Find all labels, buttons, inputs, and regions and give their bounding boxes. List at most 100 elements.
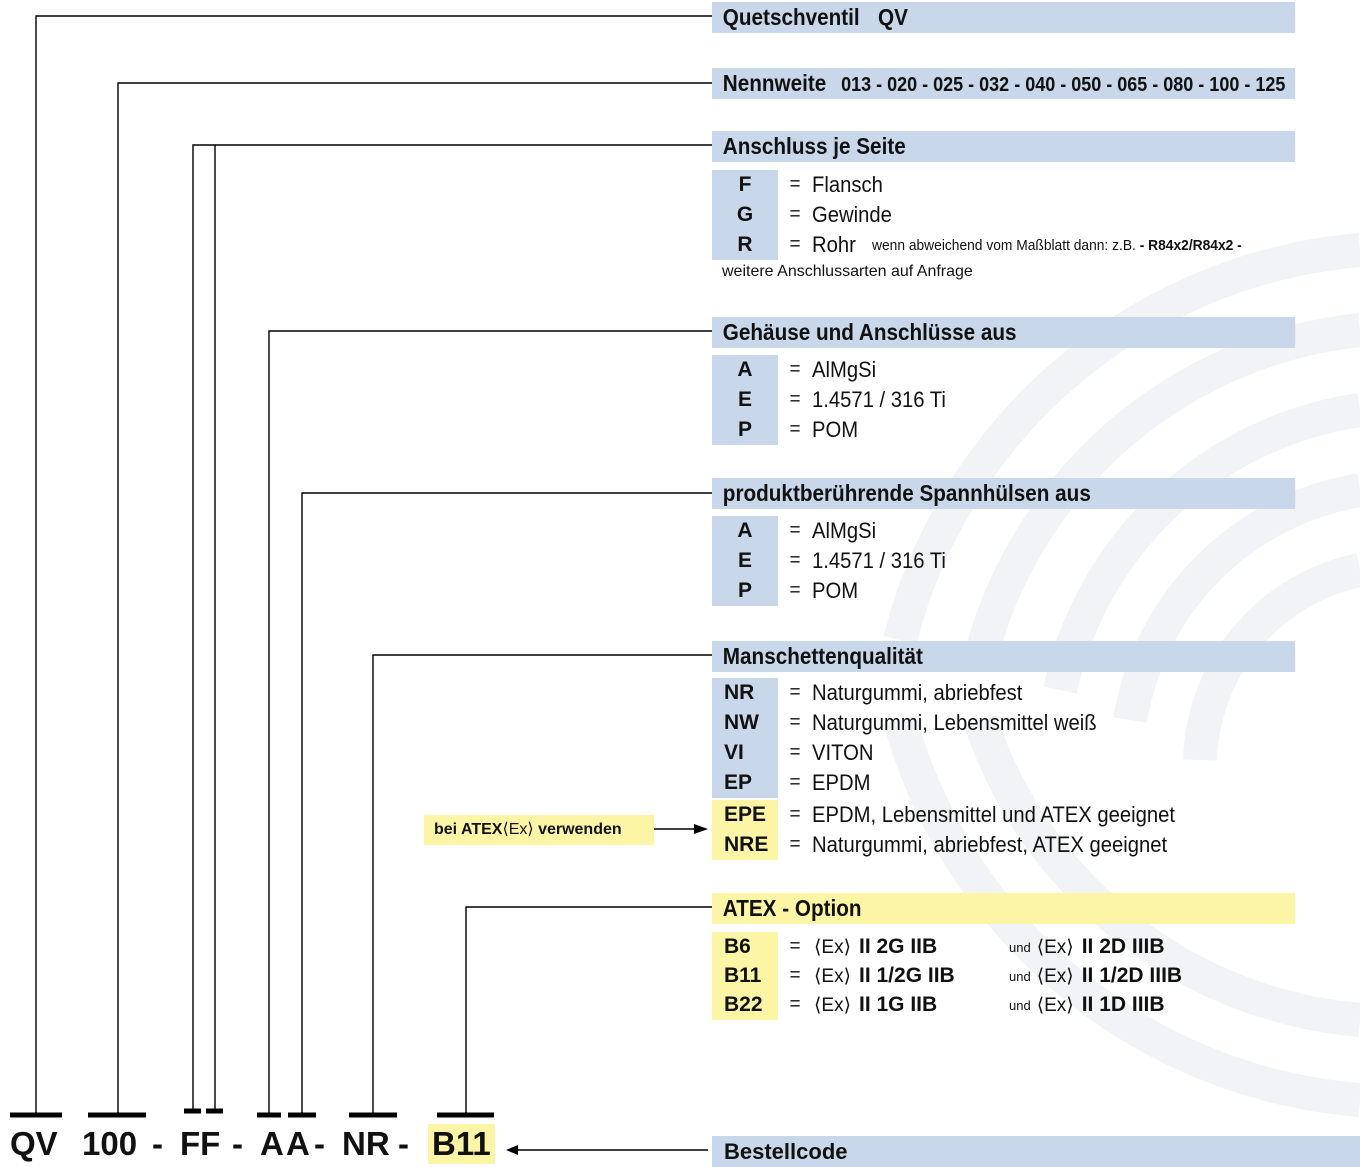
item-eq: = [789, 712, 801, 733]
nennweite-values: 013 - 020 - 025 - 032 - 040 - 050 - 065 … [841, 74, 1286, 96]
list-item: B11 = ⟨Ex⟩ II 1/2G IIB und ⟨Ex⟩ II 1/2D … [712, 961, 1360, 991]
item-text: Flansch [812, 172, 883, 197]
list-item: A = AlMgSi [712, 516, 1360, 546]
item-code: NRE [712, 830, 778, 860]
item-code: P [712, 415, 778, 445]
atex-gas: II 2G IIB [859, 935, 938, 958]
item-text: Naturgummi, abriebfest [812, 680, 1023, 705]
item-eq: = [789, 550, 801, 571]
item-eq: = [789, 936, 801, 957]
item-text: POM [812, 578, 859, 603]
order-code-part: FF [180, 1125, 221, 1162]
order-code-part: B11 [428, 1124, 495, 1164]
connector-qv [35, 15, 712, 1114]
rohr-note-text: wenn abweichend vom Maßblatt dann: z.B. [871, 236, 1136, 254]
header-title: Gehäuse und Anschlüsse aus [722, 319, 1017, 345]
item-eq: = [789, 520, 801, 541]
order-code-separator: - [314, 1125, 325, 1162]
list-item: G = Gewinde [712, 200, 1360, 230]
und-label: und [1009, 939, 1031, 955]
list-item: E = 1.4571 / 316 Ti [712, 546, 1360, 576]
item-code: A [712, 355, 778, 385]
header-quetschventil: Quetschventil QV [712, 2, 1296, 33]
connector-spannhuelsen [301, 492, 712, 1114]
item-text: AlMgSi [812, 518, 877, 543]
header-title: produktberührende Spannhülsen aus [722, 480, 1091, 506]
ex-icon: ⟨Ex⟩ [1036, 994, 1074, 1016]
atex-values: ⟨Ex⟩ II 1G IIB und ⟨Ex⟩ II 1D IIIB [812, 993, 1165, 1017]
ex-icon: ⟨Ex⟩ [814, 936, 851, 958]
header-title: Manschettenqualität [722, 643, 923, 669]
ex-icon: ⟨Ex⟩ [1036, 965, 1074, 987]
order-code-part: NR [342, 1125, 390, 1162]
header-spannhuelsen: produktberührende Spannhülsen aus [712, 478, 1296, 509]
item-code: NR [712, 678, 778, 708]
header-value: QV [878, 4, 908, 30]
item-eq: = [789, 580, 801, 601]
item-text: Rohr [812, 232, 856, 257]
bestellcode-arrowhead [506, 1145, 518, 1155]
list-item: A = AlMgSi [712, 355, 1360, 385]
hint-text: bei ATEX [434, 821, 503, 838]
list-item: B22 = ⟨Ex⟩ II 1G IIB und ⟨Ex⟩ II 1D IIIB [712, 990, 1360, 1020]
connector-atex [465, 906, 712, 1114]
atex-dust: II 1/2D IIIB [1081, 964, 1183, 987]
connector-manschette [372, 654, 712, 1114]
item-text: EPDM [812, 770, 871, 795]
header-title: Quetschventil [722, 4, 860, 30]
item-text: 1.4571 / 316 Ti [812, 387, 946, 412]
order-code-separator: - [152, 1125, 163, 1162]
atex-gas: II 1/2G IIB [859, 964, 955, 987]
atex-values: ⟨Ex⟩ II 2G IIB und ⟨Ex⟩ II 2D IIIB [812, 935, 1165, 959]
item-text: EPDM, Lebensmittel und ATEX geeignet [812, 802, 1176, 827]
list-item: B6 = ⟨Ex⟩ II 2G IIB und ⟨Ex⟩ II 2D IIIB [712, 932, 1360, 962]
order-code: QV 100 - FF - A A - NR - B11 [10, 1124, 495, 1164]
atex-gas: II 1G IIB [859, 993, 938, 1016]
header-manschette: Manschettenqualität [712, 641, 1296, 672]
atex-dust: II 2D IIIB [1081, 935, 1165, 958]
list-item: P = POM [712, 576, 1360, 606]
order-code-part: A [286, 1125, 310, 1162]
list-item: EPE = EPDM, Lebensmittel und ATEX geeign… [712, 800, 1360, 830]
item-text: Gewinde [812, 202, 892, 227]
ex-icon: ⟨Ex⟩ [814, 965, 851, 987]
rohr-example: - R84x2/R84x2 - [1139, 236, 1242, 254]
ex-icon: ⟨Ex⟩ [814, 994, 851, 1016]
list-item: E = 1.4571 / 316 Ti [712, 385, 1360, 415]
list-item: F = Flansch [712, 170, 1360, 200]
item-text: Naturgummi, abriebfest, ATEX geeignet [812, 832, 1168, 857]
item-code: B11 [712, 961, 778, 991]
item-code: F [712, 170, 778, 200]
atex-values: ⟨Ex⟩ II 1/2G IIB und ⟨Ex⟩ II 1/2D IIIB [812, 964, 1182, 988]
item-text: 1.4571 / 316 Ti [812, 548, 946, 573]
item-code: E [712, 546, 778, 576]
connector-anschluss-1 [192, 144, 712, 1110]
connector-gehaeuse [268, 330, 712, 1114]
item-code: B6 [712, 932, 778, 962]
item-eq: = [789, 742, 801, 763]
item-eq: = [789, 204, 801, 225]
order-code-separator: - [398, 1125, 409, 1162]
item-code: B22 [712, 990, 778, 1020]
item-eq: = [789, 359, 801, 380]
und-label: und [1009, 997, 1031, 1013]
header-gehaeuse: Gehäuse und Anschlüsse aus [712, 317, 1296, 348]
item-eq: = [789, 834, 801, 855]
item-code: VI [712, 738, 778, 768]
item-code: E [712, 385, 778, 415]
item-eq: = [789, 994, 801, 1015]
list-item: P = POM [712, 415, 1360, 445]
item-eq: = [789, 772, 801, 793]
header-title: Anschluss je Seite [722, 133, 906, 159]
ex-icon: ⟨Ex⟩ [502, 821, 534, 838]
list-item: VI = VITON [712, 738, 1360, 768]
item-code: A [712, 516, 778, 546]
ex-icon: ⟨Ex⟩ [1036, 936, 1074, 958]
item-text: VITON [812, 740, 874, 765]
atex-hint: bei ATEX⟨Ex⟩ verwenden [424, 815, 654, 845]
list-item: NR = Naturgummi, abriebfest [712, 678, 1360, 708]
item-code: EPE [712, 800, 778, 830]
und-label: und [1009, 968, 1031, 984]
header-title: Nennweite [722, 70, 827, 96]
